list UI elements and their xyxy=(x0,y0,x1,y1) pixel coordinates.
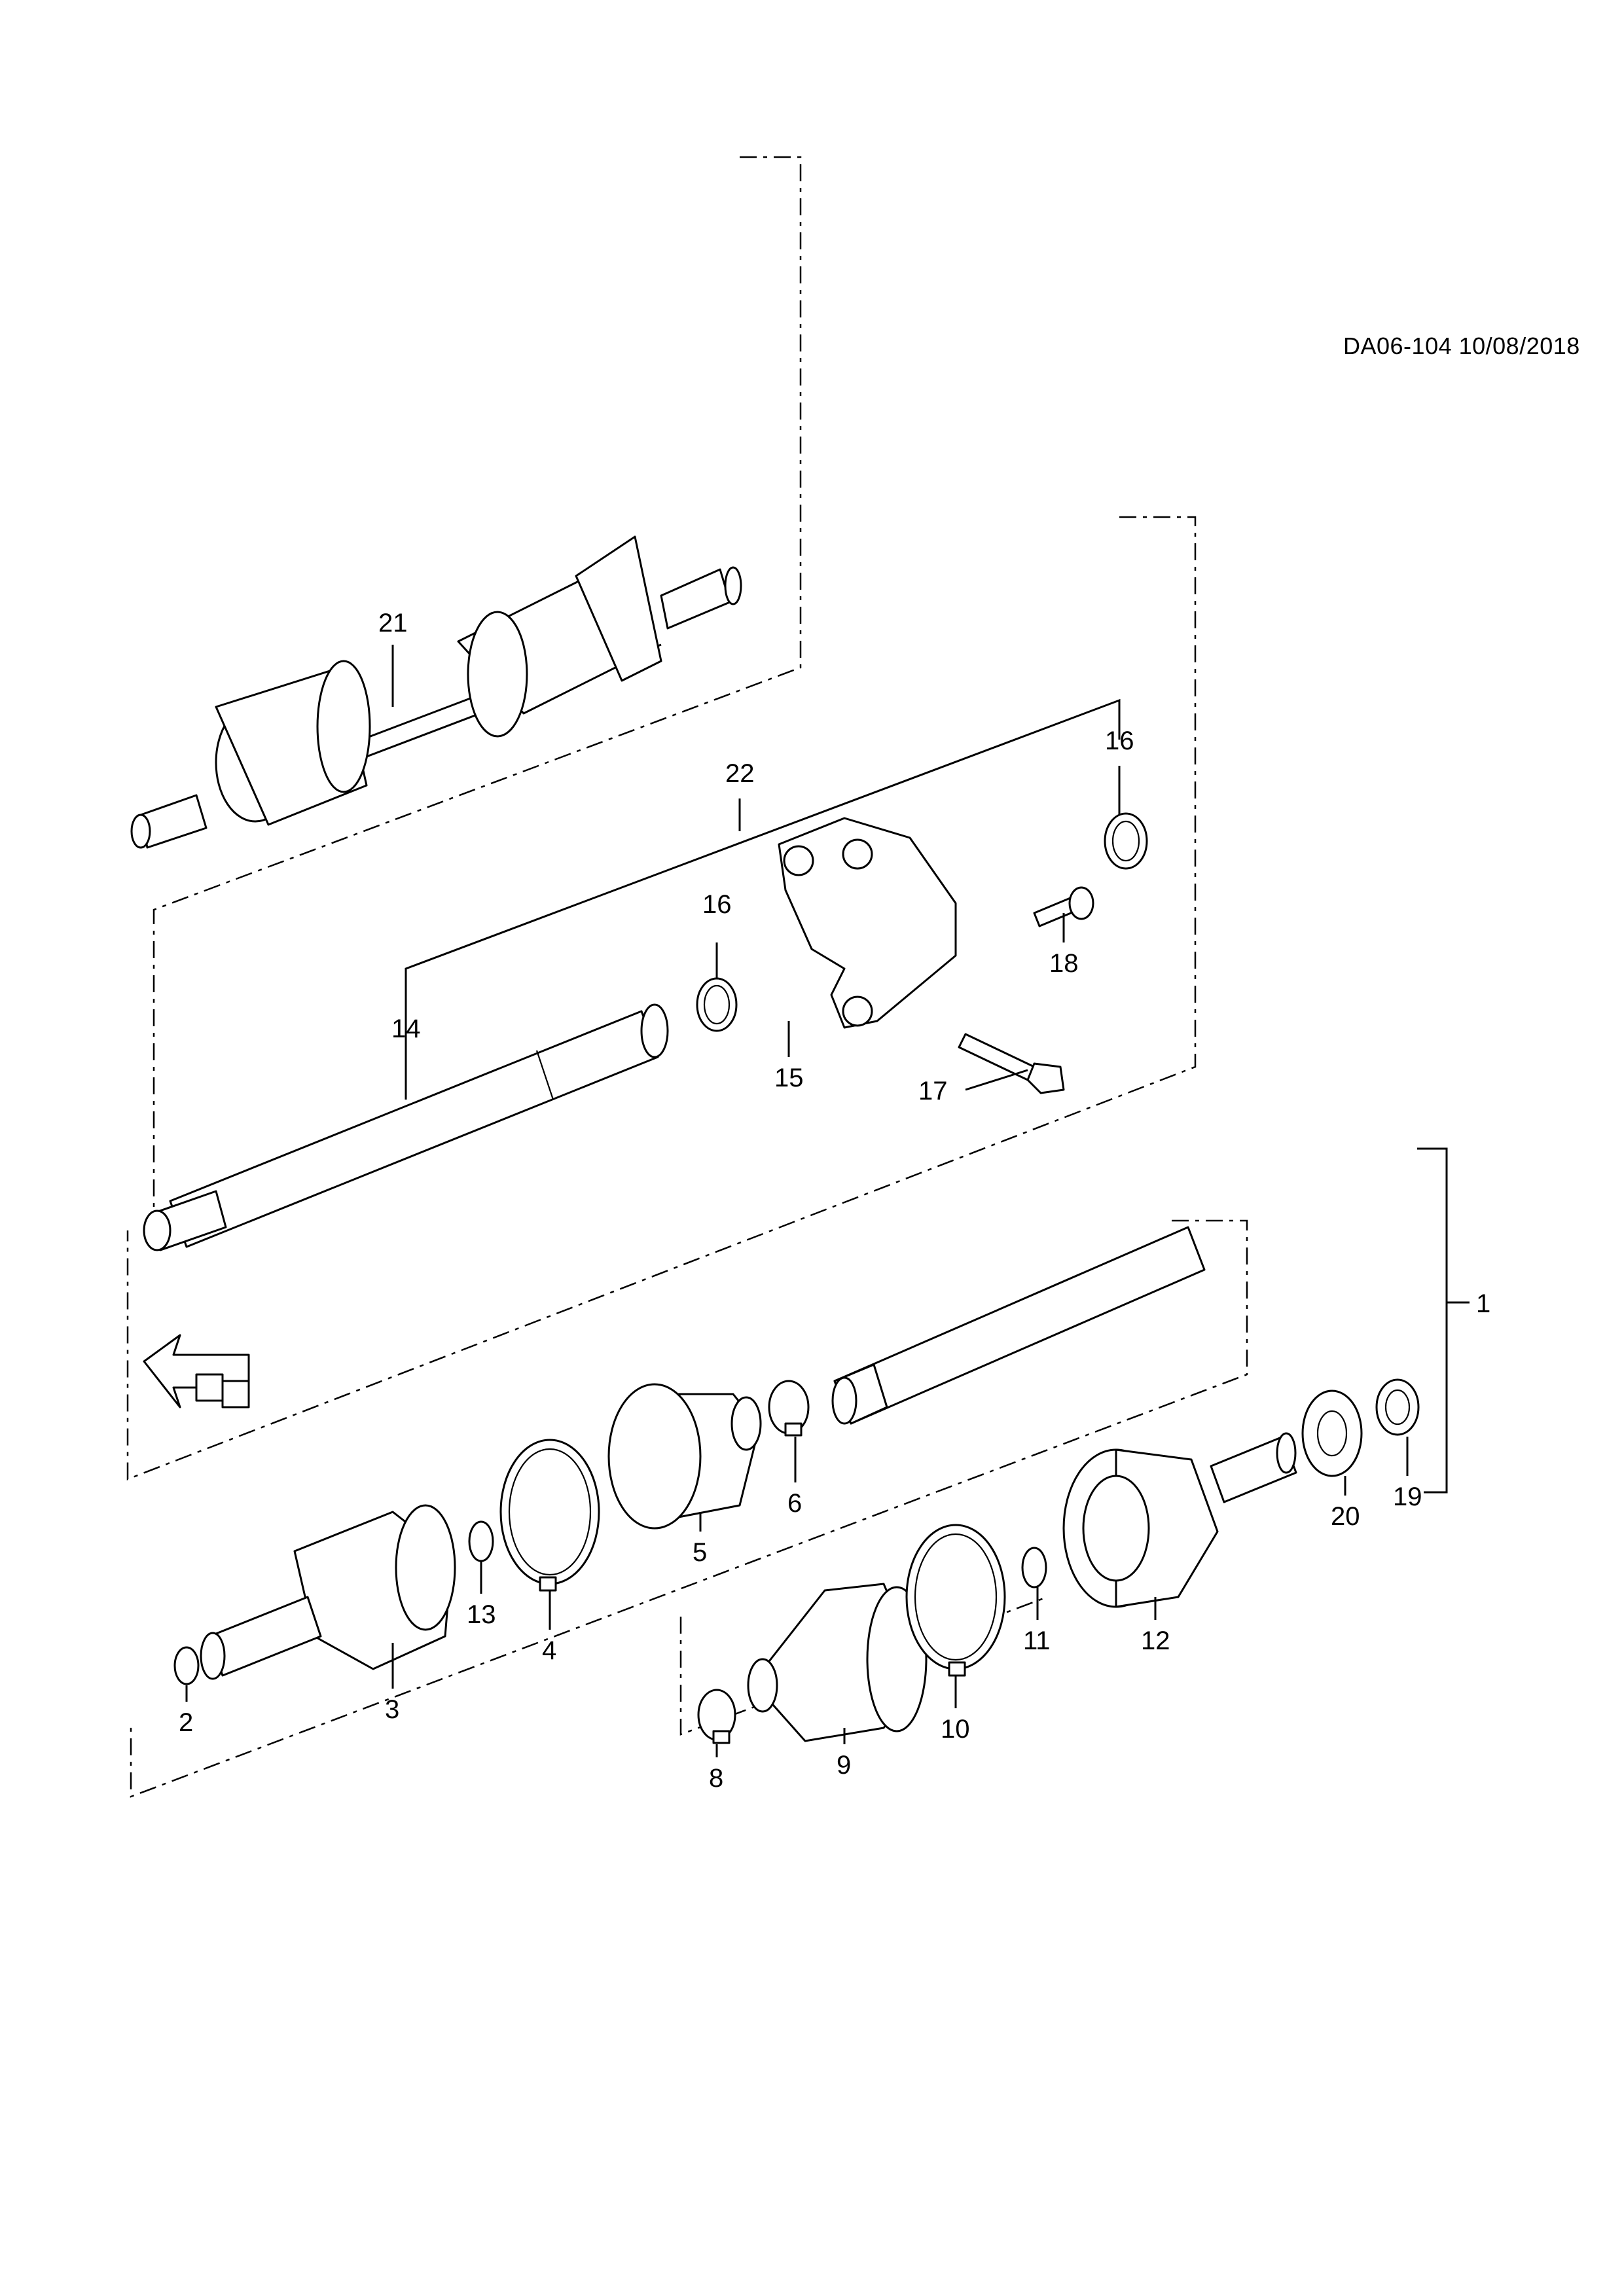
bracket-part-1 xyxy=(1417,1147,1470,1494)
part-8-clamp xyxy=(697,1689,736,1744)
callout-8: 8 xyxy=(709,1764,723,1793)
part-3-inner-cv-joint xyxy=(200,1504,456,1680)
callout-18: 18 xyxy=(1049,949,1079,978)
callout-3: 3 xyxy=(385,1695,399,1724)
callout-4: 4 xyxy=(542,1636,556,1665)
callout-11: 11 xyxy=(1023,1626,1051,1655)
part-17-bolt xyxy=(958,1033,1065,1094)
part-5-inner-boot xyxy=(607,1383,762,1530)
part-6-clamp xyxy=(768,1380,810,1437)
part-11-circlip xyxy=(1021,1547,1047,1588)
callout-labels: 1 2 3 4 5 6 8 9 10 11 12 13 14 15 16 16 … xyxy=(179,609,1490,1793)
part-9-outer-boot xyxy=(747,1583,928,1742)
callout-16-lower: 16 xyxy=(702,890,732,919)
callout-12: 12 xyxy=(1141,1626,1170,1655)
part-14-intermediate-shaft xyxy=(143,1003,669,1251)
part-16-ring-lower xyxy=(696,977,738,1032)
part-21-complete-driveshaft xyxy=(130,535,742,849)
part-18-bolt xyxy=(1033,886,1094,927)
callout-14: 14 xyxy=(391,1014,421,1043)
assembly-boundary-inner xyxy=(130,1219,1248,1798)
callout-1: 1 xyxy=(1476,1289,1490,1318)
assembly-boundary-22 xyxy=(126,516,1197,1480)
callout-10: 10 xyxy=(941,1715,970,1744)
callout-6: 6 xyxy=(787,1489,802,1518)
bracket-part-22 xyxy=(405,698,1121,1100)
part-12-outer-cv-joint xyxy=(1062,1432,1297,1608)
callout-15: 15 xyxy=(774,1064,804,1092)
callout-5: 5 xyxy=(693,1538,707,1567)
callout-13: 13 xyxy=(467,1600,496,1629)
part-2-circlip xyxy=(173,1646,200,1685)
callout-20: 20 xyxy=(1331,1502,1360,1531)
callout-22: 22 xyxy=(725,759,755,788)
callout-17: 17 xyxy=(918,1077,948,1105)
part-inner-shaft xyxy=(831,1226,1206,1425)
part-13-circlip xyxy=(468,1520,494,1562)
part-10-clamp-band xyxy=(905,1524,1006,1677)
part-20-washer xyxy=(1301,1390,1363,1477)
part-15-bearing-bracket xyxy=(778,817,957,1029)
callout-21: 21 xyxy=(378,609,408,637)
part-4-clamp-band xyxy=(499,1439,600,1592)
part-16-ring-upper xyxy=(1104,812,1148,870)
document-reference: DA06-104 10/08/2018 xyxy=(1343,332,1580,359)
leader-lines xyxy=(185,645,1409,1757)
callout-9: 9 xyxy=(837,1751,851,1780)
callout-19: 19 xyxy=(1393,1482,1422,1511)
callout-16-upper: 16 xyxy=(1105,726,1134,755)
callout-2: 2 xyxy=(179,1708,193,1737)
front-direction-arrow-icon xyxy=(143,1334,250,1408)
assembly-boundary-21 xyxy=(153,156,802,1250)
part-19-hub-nut xyxy=(1375,1378,1420,1436)
